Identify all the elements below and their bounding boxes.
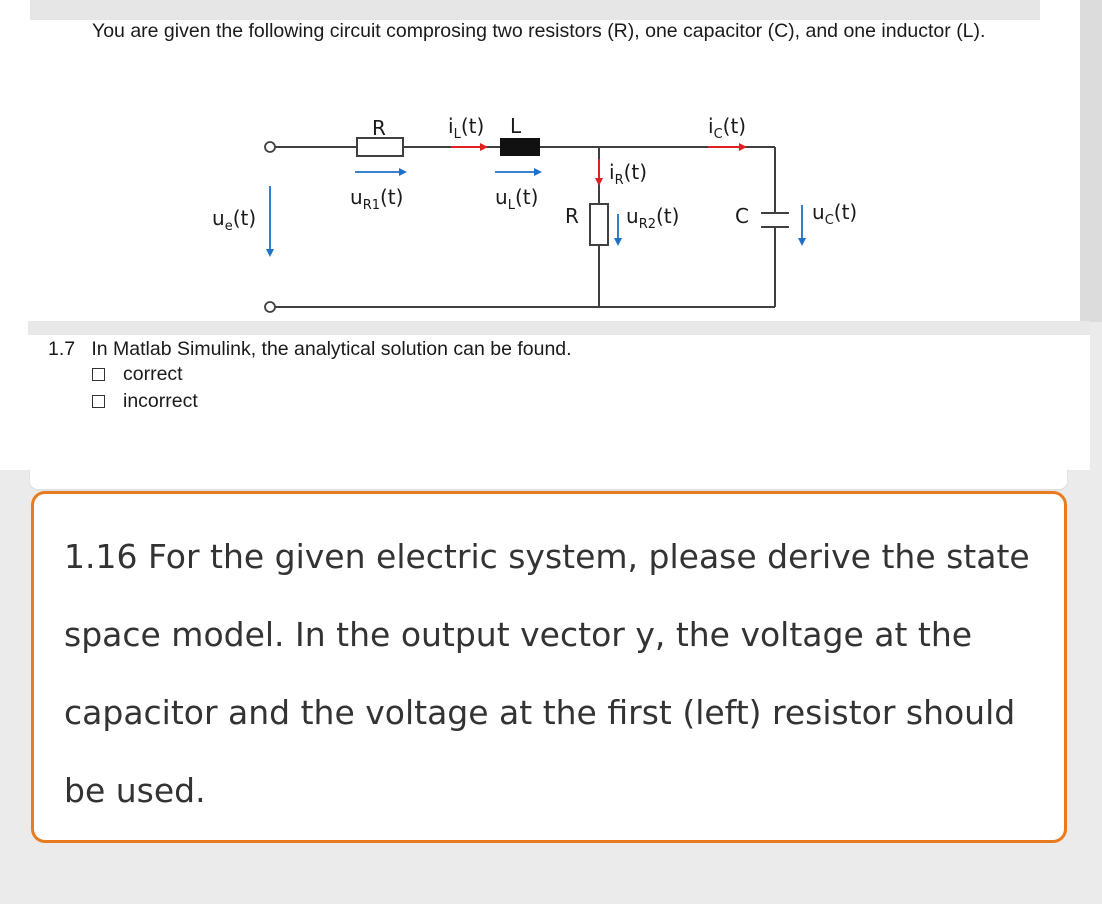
input-terminal-bottom [264,301,276,313]
capacitor-c [761,212,789,228]
label-uc-text: uC(t) [812,200,857,228]
option-incorrect-label: incorrect [123,390,198,412]
label-r1-text: R [372,116,386,140]
option-incorrect[interactable]: incorrect [92,390,198,413]
option-incorrect-checkbox[interactable] [92,395,105,408]
label-r2: R [565,204,579,228]
label-ul: uL(t) [495,185,538,213]
resistor-r2 [589,203,609,246]
wires [275,146,776,308]
scrollbar[interactable] [1080,0,1102,322]
option-correct-label: correct [123,363,183,385]
label-il-text: iL(t) [448,114,484,142]
label-ir: iR(t) [609,160,647,188]
label-il: iL(t) [448,114,484,142]
inductor-l [500,138,540,156]
question-1-16-text: 1.16 For the given electric system, plea… [64,537,1030,810]
option-correct-checkbox[interactable] [92,368,105,381]
top-strip [30,0,1040,20]
label-uc: uC(t) [812,200,857,228]
circuit-diagram: R L iL(t) iC(t) iR(t) ue(t) uR1(t) uL(t)… [212,114,857,313]
input-terminal-top [264,141,276,153]
card-underlay [30,465,1067,489]
label-ur1: uR1(t) [350,185,403,213]
label-r2-text: R [565,204,579,228]
question-1-16-card[interactable] [31,491,1067,843]
label-ic: iC(t) [708,114,746,142]
label-ur2-text: uR2(t) [626,204,679,232]
label-ul-text: uL(t) [495,185,538,213]
label-ic-text: iC(t) [708,114,746,142]
question-panel [0,0,1090,470]
label-ue: ue(t) [212,206,256,234]
current-arrows [451,143,747,186]
label-l: L [510,114,522,138]
label-l-text: L [510,114,522,138]
voltage-arrows [266,168,806,257]
intro-text: You are given the following circuit comp… [92,20,986,42]
label-c: C [735,204,749,228]
label-c-text: C [735,204,749,228]
label-r1: R [372,116,386,140]
label-ue-text: ue(t) [212,206,256,234]
section-divider [28,321,1090,335]
option-correct[interactable]: correct [92,363,183,386]
question-1-7: 1.7 In Matlab Simulink, the analytical s… [48,338,572,361]
label-ir-text: iR(t) [609,160,647,188]
resistor-r1 [356,137,404,157]
question-1-7-number: 1.7 [48,338,76,360]
label-ur2: uR2(t) [626,204,679,232]
label-ur1-text: uR1(t) [350,185,403,213]
question-1-7-text: In Matlab Simulink, the analytical solut… [91,338,572,360]
